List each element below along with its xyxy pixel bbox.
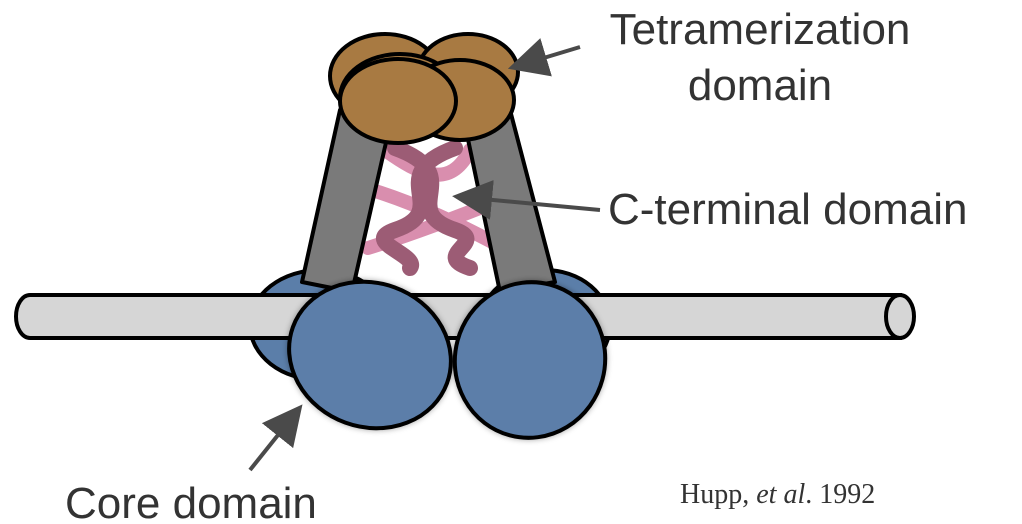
citation-etal: et al [756, 479, 805, 510]
dna-end-cap [886, 295, 914, 338]
tetramer-subunit-front [340, 59, 456, 143]
tetramerization-arrow [527, 47, 580, 63]
core-arrow [250, 420, 290, 470]
tetramerization-domain [330, 34, 518, 143]
citation-author: Hupp, [680, 479, 756, 510]
core-label: Core domain [65, 479, 317, 524]
citation-year: . 1992 [805, 479, 875, 510]
dna-body [16, 295, 900, 338]
tetramerization-label-line2: domain [688, 61, 832, 110]
c-terminal-label: C-terminal domain [608, 185, 967, 234]
tetramerization-label-line1: Tetramerization [610, 5, 911, 54]
citation: Hupp, et al. 1992 [680, 479, 875, 510]
